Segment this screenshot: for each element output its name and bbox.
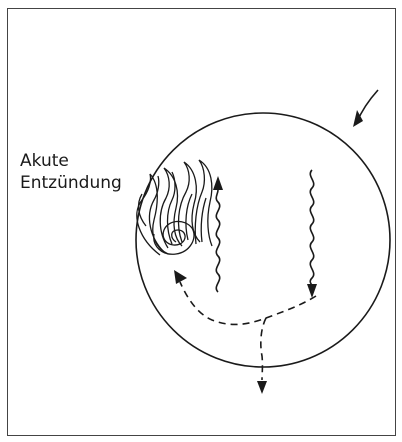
inflammation-label: Akute Entzündung [20,150,122,194]
label-line-1: Akute [20,150,122,172]
wavy-up-arrow-icon [213,176,223,292]
dashed-arrowhead-down-icon [257,381,267,394]
label-line-2: Entzündung [20,172,122,194]
dashed-path-arrow-icon [180,282,316,380]
inflow-arrow-icon [353,90,378,127]
wavy-down-arrow-icon [307,170,317,298]
